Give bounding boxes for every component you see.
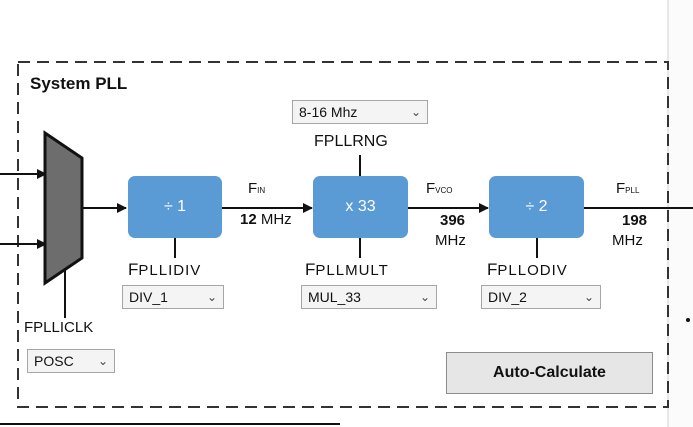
fpllidiv-label: FPLLIDIV <box>128 260 202 279</box>
fpllrng-value: 8-16 Mhz <box>299 104 358 120</box>
fpllmult-block: x 33 <box>313 176 408 238</box>
fvco-unit: MHz <box>435 232 466 249</box>
fpllodiv-label: FPLLODIV <box>487 260 568 279</box>
system-pll-boundary <box>17 61 669 408</box>
fpllmult-label: FPLLMULT <box>305 260 389 279</box>
fpllrng-label: FPLLRNG <box>314 133 388 150</box>
fpllidiv-block: ÷ 1 <box>128 176 222 238</box>
auto-calculate-button[interactable]: Auto-Calculate <box>446 352 653 394</box>
fin-label: FIN <box>248 180 266 197</box>
fvco-value: 396 <box>440 212 466 229</box>
chevron-down-icon: ⌄ <box>419 290 430 304</box>
page-title: System PLL <box>30 74 128 93</box>
fpllclk-label: FPLLICLK <box>24 319 94 336</box>
clock-mux <box>43 130 84 286</box>
fpllidiv-dropdown[interactable]: DIV_1 ⌄ <box>122 285 224 309</box>
chevron-down-icon: ⌄ <box>583 290 594 304</box>
fpll-value: 198 <box>622 212 648 229</box>
fpll-unit: MHz <box>612 232 643 249</box>
chevron-down-icon: ⌄ <box>410 105 421 119</box>
fpllodiv-dropdown[interactable]: DIV_2 ⌄ <box>481 285 601 309</box>
fpllrng-dropdown[interactable]: 8-16 Mhz ⌄ <box>292 100 428 124</box>
chevron-down-icon: ⌄ <box>206 290 217 304</box>
fpllodiv-block: ÷ 2 <box>489 176 584 238</box>
chevron-down-icon: ⌄ <box>97 354 108 368</box>
fvco-label: FVCO <box>426 180 453 197</box>
fpllmult-dropdown[interactable]: MUL_33 ⌄ <box>301 285 437 309</box>
fin-frequency: 12 MHz <box>240 211 292 228</box>
fpll-label: FPLL <box>616 180 640 197</box>
fpllclk-dropdown[interactable]: POSC ⌄ <box>27 349 115 373</box>
